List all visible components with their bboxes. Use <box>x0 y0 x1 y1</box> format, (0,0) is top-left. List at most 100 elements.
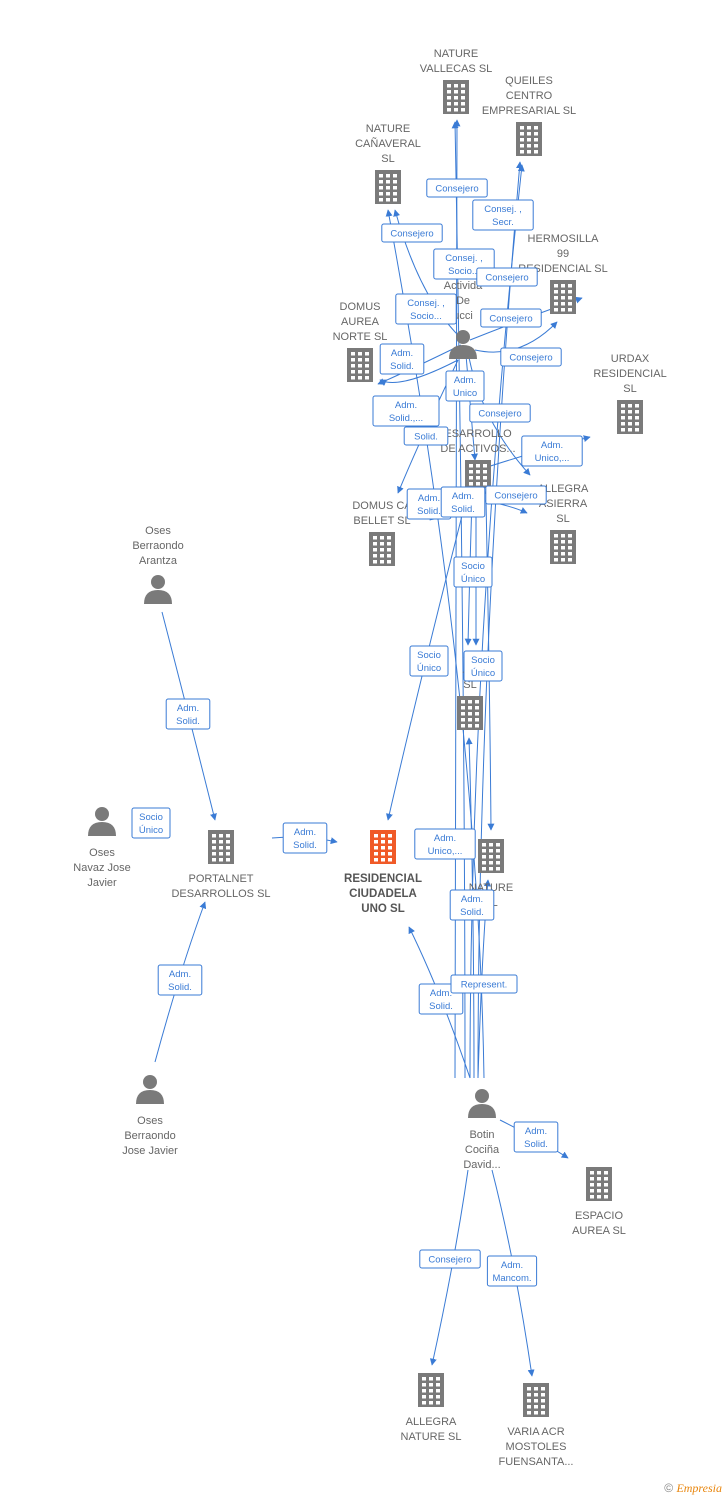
building-icon <box>478 839 504 873</box>
edge-label[interactable]: Adm.Solid. <box>282 822 328 854</box>
node-label: Botin <box>469 1129 494 1141</box>
node-label: QUEILES <box>505 75 553 87</box>
edge-label[interactable]: Adm.Unico,... <box>414 828 476 860</box>
edge-line <box>469 164 525 1079</box>
edge-label[interactable]: Consej. ,Socio... <box>395 293 457 325</box>
node-label: NATURE <box>434 48 478 60</box>
building-icon <box>550 280 576 314</box>
edge-label-text: Adm. <box>541 440 563 451</box>
edge-label[interactable]: Adm.Unico,... <box>521 435 583 467</box>
person-node[interactable]: BotinCociñaDavid... <box>463 1089 501 1171</box>
edge-line <box>485 499 495 831</box>
edge-line <box>379 359 459 386</box>
edge-label-text: Consej. , <box>407 298 445 309</box>
node-label: 99 <box>557 248 569 260</box>
building-icon <box>208 830 234 864</box>
edge-label[interactable]: Consej. ,Secr. <box>472 199 534 231</box>
empresia-logo[interactable]: Empresia <box>676 1481 722 1495</box>
node-label: Oses <box>89 847 115 859</box>
edge-label[interactable]: Consejero <box>485 485 547 505</box>
edge-label[interactable]: Consejero <box>426 178 488 198</box>
node-label: DE ACTIVOS... <box>440 443 515 455</box>
edge-label-text: Consejero <box>435 184 478 195</box>
edge-label[interactable]: Adm.Solid. <box>513 1121 559 1153</box>
edge-label-text: Solid. <box>417 506 441 517</box>
person-icon <box>88 807 116 836</box>
node-label: AUREA <box>341 316 380 328</box>
edge-label-text: Consejero <box>478 409 521 420</box>
node-label: CAÑAVERAL <box>355 137 421 150</box>
copyright-symbol: © <box>664 1481 674 1495</box>
edge-label[interactable]: Consejero <box>381 223 443 243</box>
building-icon <box>375 170 401 204</box>
company-node[interactable]: VARIA ACRMOSTOLESFUENSANTA... <box>499 1383 574 1468</box>
node-label: RESIDENCIAL <box>593 368 666 380</box>
edge-label-text: Solid. <box>176 716 200 727</box>
node-label: ALLEGRA <box>538 483 589 495</box>
node-label: RESIDENCIAL SL <box>518 263 607 275</box>
edge-label[interactable]: Consejero <box>469 403 531 423</box>
edge-label-text: Mancom. <box>492 1273 531 1284</box>
building-icon <box>516 122 542 156</box>
node-label: DOMUS CA <box>352 500 412 512</box>
node-label: David... <box>463 1159 500 1171</box>
edge-label[interactable]: Adm.Unico <box>445 370 485 402</box>
building-icon <box>418 1373 444 1407</box>
node-label: Arantza <box>139 555 178 567</box>
edge-label[interactable]: Adm.Solid. <box>165 698 211 730</box>
edge-label[interactable]: Consejero <box>500 347 562 367</box>
edge-label[interactable]: Consejero <box>476 267 538 287</box>
edge-label-text: Socio <box>461 561 485 572</box>
edge-label[interactable]: Adm. Mancom. <box>486 1255 538 1287</box>
edge-label[interactable]: Solid. <box>403 426 449 446</box>
edge-label[interactable]: Represent. <box>450 974 518 994</box>
edge-label[interactable]: Consejero <box>480 308 542 328</box>
node-label: DOMUS <box>340 301 381 313</box>
edge-label-text: Adm. <box>501 1260 523 1271</box>
edge-label-text: Adm. <box>418 493 440 504</box>
node-label: Berraondo <box>132 540 183 552</box>
edge-label-text: Consejero <box>485 273 528 284</box>
edge-label[interactable]: Adm.Solid. <box>440 486 486 518</box>
node-label: SL <box>381 153 394 165</box>
edge-label[interactable]: Adm.Solid. <box>379 343 425 375</box>
edge-label-text: Consej. , <box>484 204 522 215</box>
node-label: ESPACIO <box>575 1210 624 1222</box>
footer-brand: © Empresia <box>664 1481 722 1496</box>
edge-label-text: Socio <box>139 812 163 823</box>
node-label: Navaz Jose <box>73 862 130 874</box>
edge-label[interactable]: Adm.Solid. <box>449 889 495 921</box>
edge-label[interactable]: Consejero <box>419 1249 481 1269</box>
edge-label[interactable]: Adm.Solid.,... <box>372 395 440 427</box>
node-label: NATURE SL <box>401 1431 462 1443</box>
node-label: ASIERRA <box>539 498 588 510</box>
edge-label-text: Adm. <box>461 894 483 905</box>
building-icon <box>369 532 395 566</box>
edge-label-text: Consejero <box>494 491 537 502</box>
edge-label[interactable]: Adm.Solid. <box>157 964 203 996</box>
edge-label-text: Solid. <box>168 982 192 993</box>
person-icon <box>449 330 477 359</box>
